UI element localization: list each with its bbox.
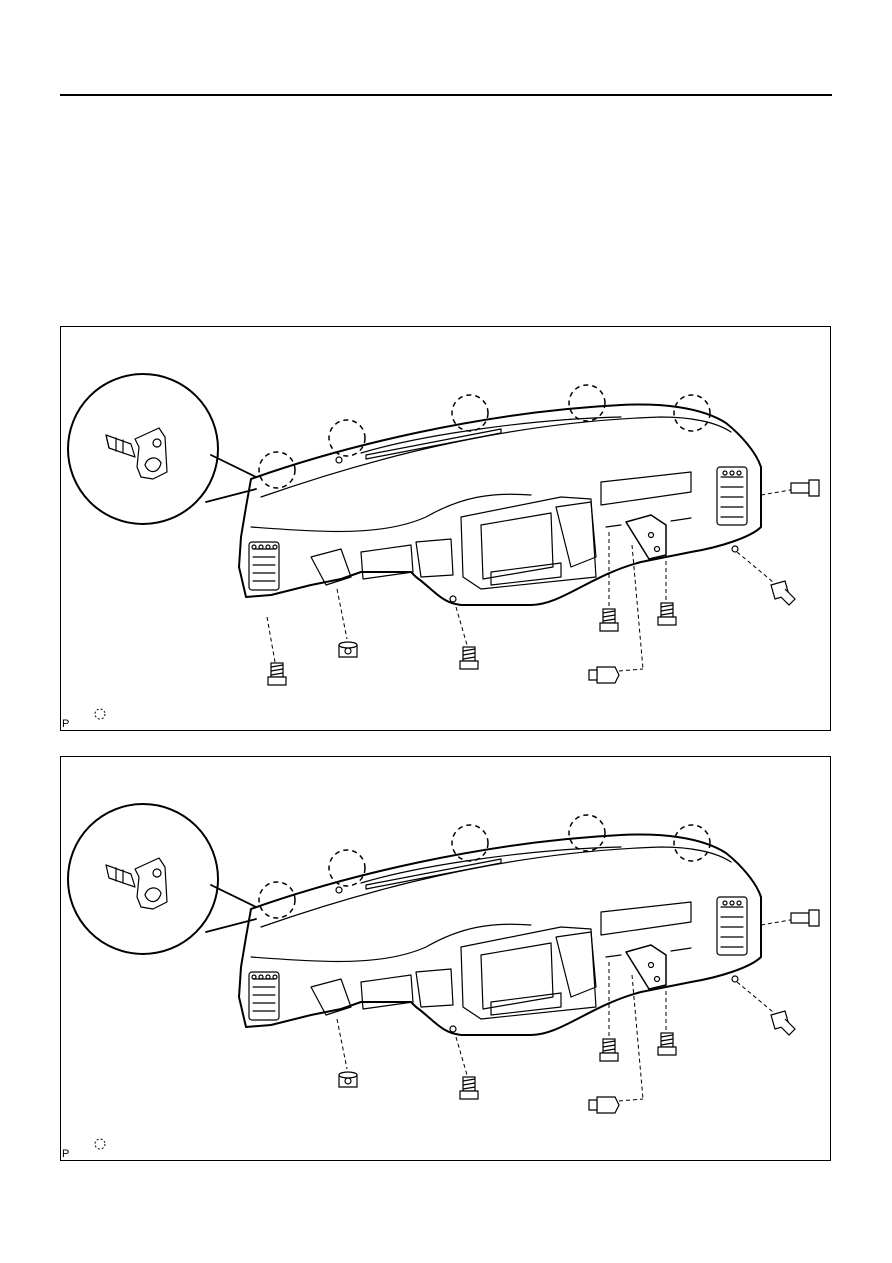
- fasteners: [338, 909, 820, 1114]
- clip-legend-icon: [94, 1138, 106, 1150]
- instrument-panel-illustration: [67, 373, 820, 686]
- clip-location-markers: [258, 814, 711, 919]
- clip-location-markers: [258, 384, 711, 489]
- clip-detail-circle: [67, 803, 219, 955]
- figure-code-label: P: [62, 1148, 70, 1160]
- figure-instrument-panel-2: P: [60, 756, 831, 1161]
- clip-detail-icon: [105, 857, 168, 910]
- figure-instrument-panel-1: P: [60, 326, 831, 731]
- clip-legend-icon: [94, 708, 106, 720]
- instrument-panel-illustration: [67, 803, 820, 1114]
- fasteners: [267, 479, 820, 686]
- clip-detail-icon: [105, 427, 168, 480]
- figure-code-label: P: [62, 718, 70, 730]
- clip-detail-circle: [67, 373, 219, 525]
- page-header-rule: [60, 94, 832, 96]
